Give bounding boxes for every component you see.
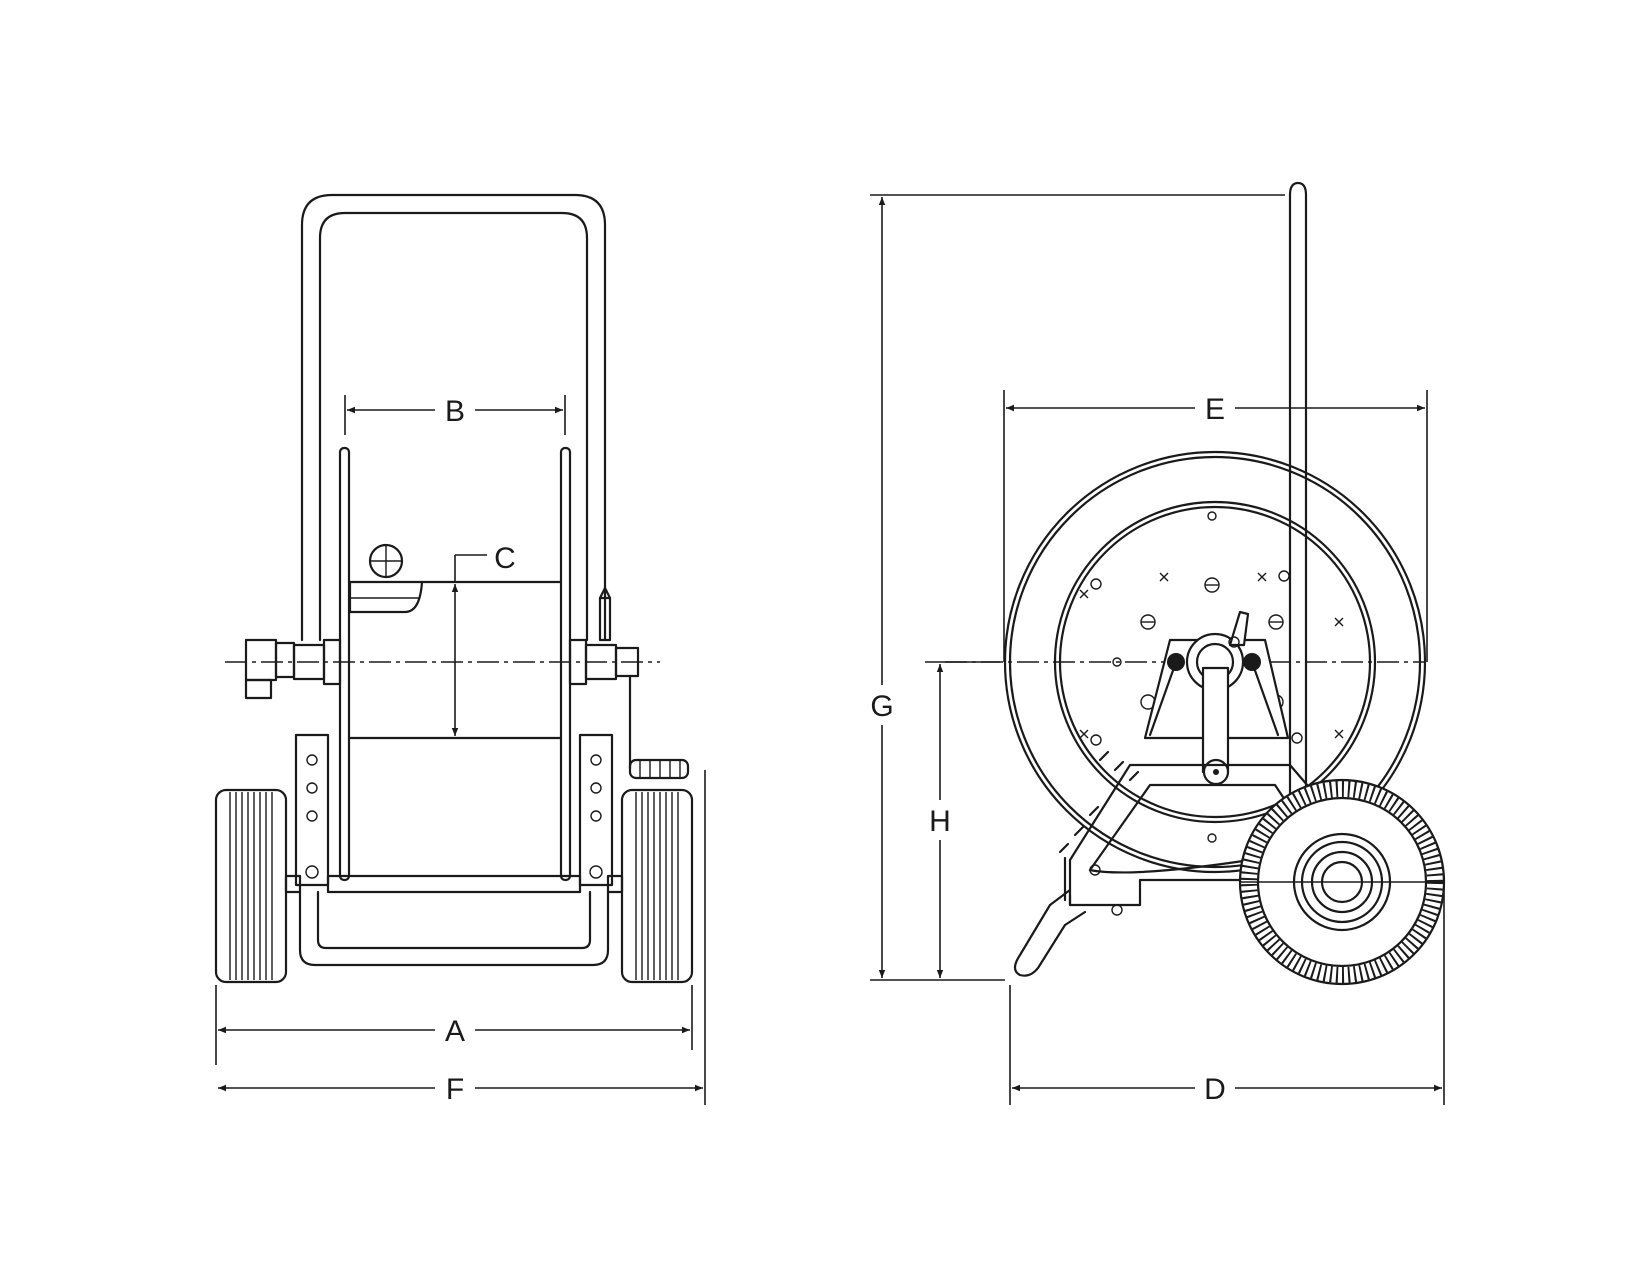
support-post <box>1201 666 1230 774</box>
left-flange <box>338 446 351 882</box>
right-flange <box>559 446 572 882</box>
dimension-label-h: H <box>929 805 951 838</box>
left-frame-leg <box>294 733 330 887</box>
brake-lever <box>598 596 612 642</box>
front-axle-bar <box>326 874 582 894</box>
dimension-label-f: F <box>446 1073 464 1106</box>
front-handle-outer <box>300 193 607 642</box>
front-handle-inner <box>318 211 589 642</box>
dimension-label-b: B <box>445 395 465 428</box>
front-right-wheel <box>620 788 694 984</box>
front-view <box>214 193 694 984</box>
right-frame-leg <box>578 733 614 887</box>
dimension-label-g: G <box>870 690 893 723</box>
side-dimensions: E G H D <box>870 194 1445 1106</box>
front-left-wheel <box>214 788 288 984</box>
dimension-label-a: A <box>445 1015 465 1048</box>
dimension-label-e: E <box>1205 393 1225 426</box>
front-dimensions: B C A F <box>215 395 706 1106</box>
side-view <box>945 181 1446 986</box>
inlet-body <box>348 580 424 614</box>
side-handle <box>1288 181 1308 807</box>
crank-handle <box>628 758 690 780</box>
bottom-frame <box>298 890 610 967</box>
front-foot <box>1013 888 1087 977</box>
dimension-label-c: C <box>494 542 516 575</box>
left-hose-fitting <box>244 638 278 682</box>
side-wheel <box>1238 778 1446 986</box>
dimension-label-d: D <box>1204 1073 1226 1106</box>
